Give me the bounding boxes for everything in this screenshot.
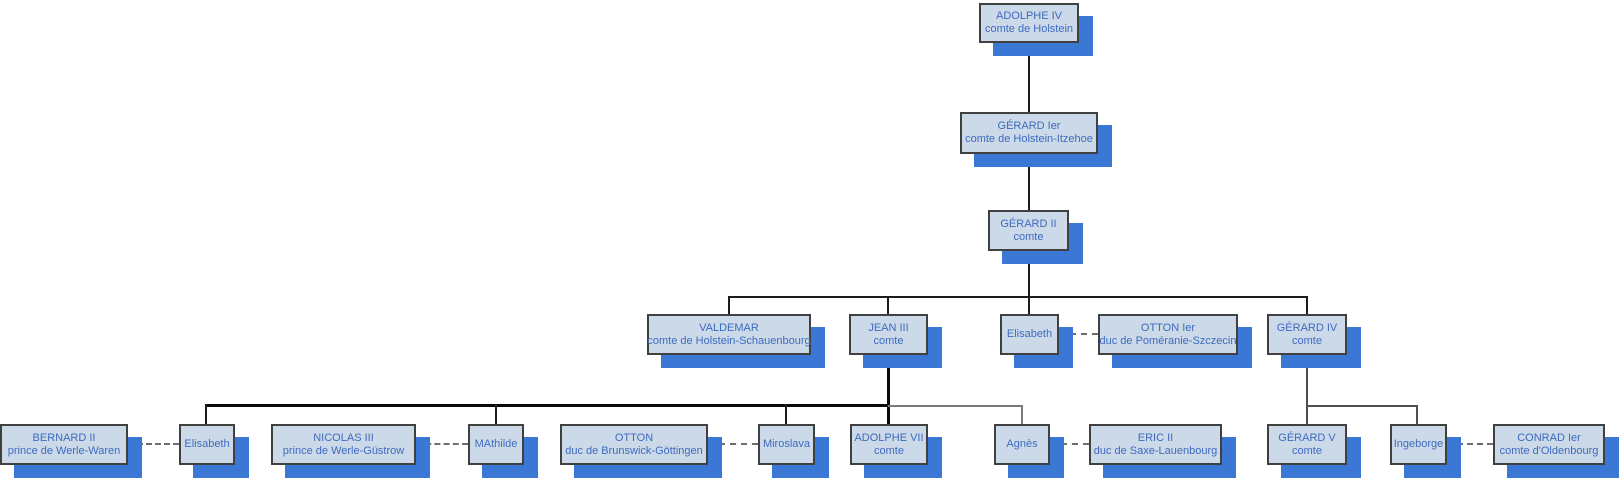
edge-gerard-4-rail: [1306, 405, 1418, 407]
edge-drop-elisabeth-2: [205, 404, 207, 425]
node-valdemar[interactable]: VALDEMAR comte de Holstein-Schauenbourg: [647, 314, 811, 355]
person-name: Elisabeth: [184, 438, 230, 450]
person-title: comte de Holstein-Itzehoe: [965, 133, 1093, 145]
person-name: JEAN III: [868, 321, 909, 334]
person-name: GÉRARD IV: [1276, 321, 1338, 334]
edge-drop-miroslava: [785, 404, 787, 425]
person-name: GÉRARD Ier: [997, 120, 1061, 132]
person-name: OTTON Ier: [1140, 321, 1196, 334]
node-gerard-5[interactable]: GÉRARD V comte: [1267, 424, 1347, 465]
person-title: duc de Saxe-Lauenbourg: [1093, 444, 1218, 457]
node-nicolas-3[interactable]: NICOLAS III prince de Werle-Güstrow: [271, 424, 416, 465]
person-name: BERNARD II: [32, 431, 96, 444]
node-adolphe-7[interactable]: ADOLPHE VII comte: [850, 424, 928, 465]
person-name: CONRAD Ier: [1517, 431, 1581, 444]
edge-drop-gerard-4: [1306, 296, 1308, 315]
person-name: GÉRARD II: [1000, 217, 1057, 230]
person-title: duc de Brunswick-Göttingen: [565, 444, 703, 457]
person-title: comte: [873, 334, 904, 347]
edge-gerard-1-gerard-2: [1028, 153, 1030, 211]
person-title: comte de Holstein-Schauenbourg: [647, 334, 811, 347]
node-conrad-1[interactable]: CONRAD Ier comte d'Oldenbourg: [1493, 424, 1605, 465]
node-gerard-4[interactable]: GÉRARD IV comte: [1267, 314, 1347, 355]
node-adolphe-iv[interactable]: ADOLPHE IV comte de Holstein: [979, 3, 1079, 43]
edge-drop-valdemar: [728, 296, 730, 315]
person-name: Elisabeth: [1006, 328, 1053, 340]
node-agnes[interactable]: Agnès: [994, 424, 1050, 465]
node-gerard-1[interactable]: GÉRARD Ier comte de Holstein-Itzehoe: [960, 112, 1098, 154]
node-gerard-2[interactable]: GÉRARD II comte: [988, 210, 1069, 251]
person-title: comte: [1292, 334, 1322, 347]
edge-gerard-4-children-stem: [1306, 354, 1308, 425]
edge-gen5-rail-left: [205, 404, 888, 407]
edge-drop-jean-3: [887, 296, 889, 315]
edge-adolphe-iv-gerard-1: [1028, 43, 1030, 113]
person-name: ERIC II: [1137, 431, 1174, 444]
person-name: OTTON: [614, 431, 654, 444]
edge-gen4-rail: [728, 296, 1308, 298]
person-title: duc de Poméranie-Szczecin: [1099, 334, 1237, 347]
person-name: ADOLPHE IV: [995, 10, 1063, 22]
person-name: Miroslava: [762, 438, 811, 450]
node-jean-3[interactable]: JEAN III comte: [849, 314, 928, 355]
node-elisabeth-2[interactable]: Elisabeth: [179, 424, 235, 465]
person-name: NICOLAS III: [313, 431, 374, 444]
edge-gerard-2-children-stem: [1028, 250, 1030, 315]
person-title: comte de Holstein: [984, 23, 1074, 35]
person-name: ADOLPHE VII: [854, 431, 924, 444]
edge-spouse-nicolas-mathilde: [416, 443, 468, 445]
person-name: Agnès: [1006, 438, 1038, 450]
edge-jean-3-children-stem: [887, 354, 890, 425]
edge-spouse-agnes-eric-2: [1050, 443, 1089, 445]
person-name: GÉRARD V: [1278, 431, 1336, 444]
node-miroslava[interactable]: Miroslava: [758, 424, 815, 465]
person-name: VALDEMAR: [699, 321, 759, 334]
person-title: comte: [1292, 444, 1322, 457]
edge-spouse-bernard-elisabeth: [128, 443, 179, 445]
node-ingeborge[interactable]: Ingeborge: [1390, 424, 1447, 465]
person-title: comte: [874, 444, 904, 457]
person-name: Ingeborge: [1393, 438, 1444, 450]
edge-gen5-rail-right: [888, 405, 1022, 407]
edge-spouse-elisabeth-otton-1: [1059, 333, 1098, 335]
person-title: comte d'Oldenbourg: [1499, 444, 1599, 457]
person-title: prince de Werle-Güstrow: [282, 444, 405, 457]
node-eric-2[interactable]: ERIC II duc de Saxe-Lauenbourg: [1089, 424, 1222, 465]
node-bernard-2[interactable]: BERNARD II prince de Werle-Waren: [0, 424, 128, 465]
node-otton[interactable]: OTTON duc de Brunswick-Göttingen: [560, 424, 708, 465]
edge-drop-mathilde: [495, 404, 497, 425]
edge-drop-ingeborge: [1416, 405, 1418, 425]
person-title: prince de Werle-Waren: [7, 444, 121, 457]
node-otton-1[interactable]: OTTON Ier duc de Poméranie-Szczecin: [1098, 314, 1238, 355]
person-name: MAthilde: [474, 438, 518, 450]
node-elisabeth-1[interactable]: Elisabeth: [1000, 314, 1059, 355]
edge-drop-agnes: [1021, 405, 1023, 425]
person-title: comte: [1013, 230, 1044, 243]
edge-spouse-ingeborge-conrad-1: [1447, 443, 1493, 445]
edge-spouse-otton-miroslava: [708, 443, 758, 445]
node-mathilde[interactable]: MAthilde: [468, 424, 524, 465]
